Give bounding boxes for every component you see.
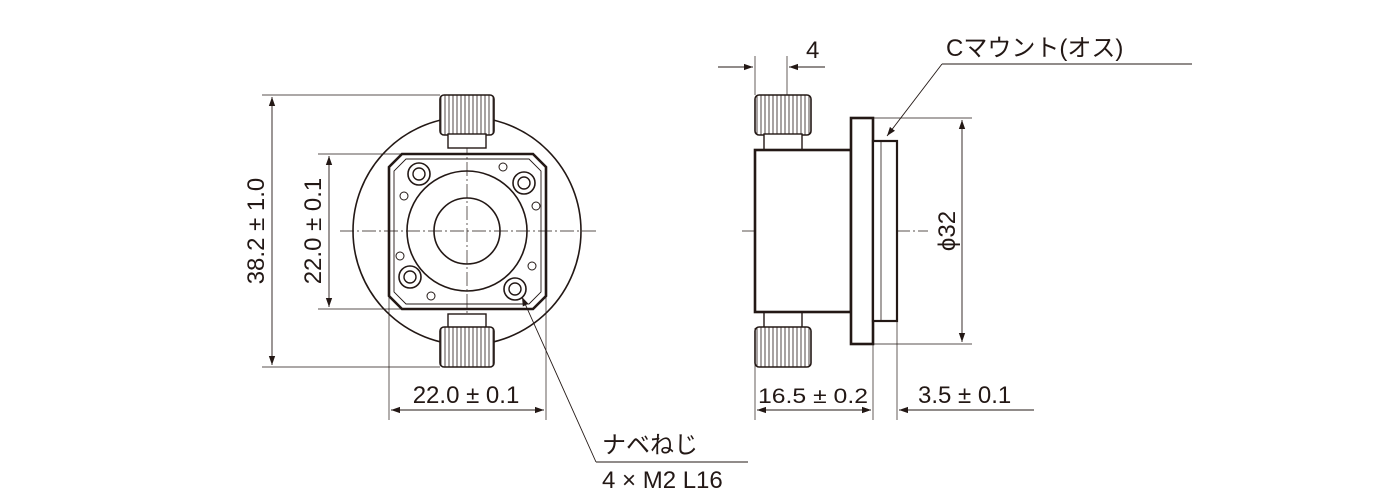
bottom-knob xyxy=(439,313,495,368)
small-holes xyxy=(395,162,541,301)
dim-square-height xyxy=(318,153,402,310)
c-mount-thread xyxy=(871,139,899,323)
top-knob xyxy=(439,94,495,149)
front-center-lines xyxy=(340,118,598,345)
square-plate xyxy=(387,152,548,311)
dim-square-width xyxy=(388,296,547,420)
dim-body-length-label: 16.5 ± 0.2 xyxy=(758,385,868,408)
mount-leader xyxy=(886,63,1192,137)
dim-diameter-label: ϕ32 xyxy=(934,211,961,251)
mount-label: Cマウント(オス) xyxy=(946,35,1123,62)
bore-outer xyxy=(406,170,528,292)
dim-flange xyxy=(852,321,1034,420)
dim-square-width-label: 22.0 ± 0.1 xyxy=(413,382,520,409)
front-view: 38.2 ± 1.0 22.0 ± 0.1 22.0 ± 0.1 ナベねじ 4 … xyxy=(243,94,748,494)
dim-overall-height xyxy=(262,94,440,368)
screw-heads xyxy=(398,162,536,301)
dim-diameter xyxy=(873,117,972,345)
side-view: 4 Cマウント(オス) ϕ32 16.5 ± 0.2 3.5 ± 0.1 xyxy=(718,35,1192,420)
side-bottom-knob xyxy=(754,311,812,368)
bore-inner xyxy=(433,197,501,265)
dim-overall-height-label: 38.2 ± 1.0 xyxy=(243,178,270,285)
screw-label: ナベねじ xyxy=(602,432,698,459)
screw-spec: 4 × M2 L16 xyxy=(602,467,723,494)
dim-top-label: 4 xyxy=(806,37,819,64)
dim-square-height-label: 22.0 ± 0.1 xyxy=(300,178,327,285)
screw-leader xyxy=(521,296,748,463)
side-body xyxy=(753,148,853,314)
side-top-knob xyxy=(754,94,812,151)
side-flange xyxy=(849,116,875,346)
dim-top xyxy=(718,56,825,95)
dim-flange-label: 3.5 ± 0.1 xyxy=(918,382,1011,409)
